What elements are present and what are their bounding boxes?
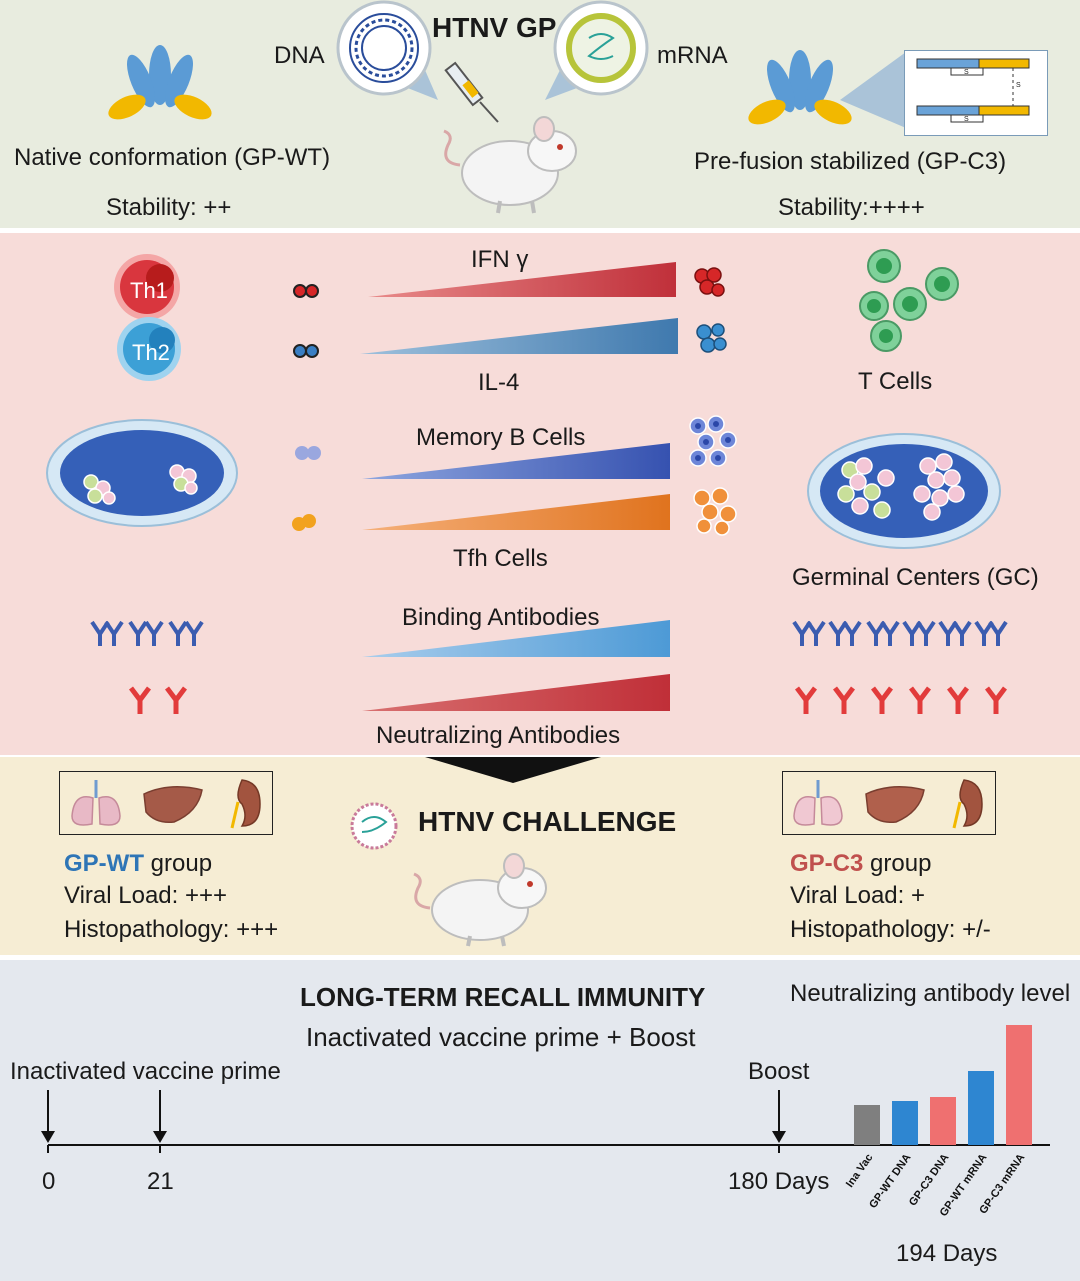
disulfide-construct-diagram: [916, 58, 1030, 123]
gc-small-icon: [46, 419, 238, 527]
right-stability-label: Stability:++++: [778, 194, 925, 221]
right-liver-icon: [865, 786, 925, 824]
bar-gp-c3-dna: [930, 1097, 956, 1145]
right-viral-load: Viral Load: +: [790, 882, 925, 909]
ifn-gamma-low-icon: [293, 284, 319, 298]
left-conformation-label: Native conformation (GP-WT): [14, 144, 331, 171]
ifn-gamma-high-icon: [694, 267, 725, 297]
boost-label: Boost: [748, 1058, 810, 1085]
right-group-suffix: group: [863, 850, 932, 877]
right-lungs-icon: [793, 780, 843, 826]
memory-b-label: Memory B Cells: [416, 424, 586, 451]
binding-antibodies-wedge: [362, 620, 670, 657]
kidney-icon: [230, 779, 261, 829]
binding-antibodies-low-icon: [90, 620, 204, 648]
neutralizing-antibodies-label: Neutralizing Antibodies: [376, 722, 621, 749]
neutralizing-antibodies-low-icon: [129, 684, 204, 716]
memory-b-low-icon: [295, 446, 321, 460]
gc-large-icon: [807, 433, 1001, 549]
tick-21-label: 21: [147, 1168, 174, 1195]
chart-title: Neutralizing antibody level: [790, 980, 1071, 1007]
tick-0-label: 0: [42, 1168, 56, 1195]
recall-title: LONG-TERM RECALL IMMUNITY: [300, 982, 706, 1012]
binding-antibodies-high-icon: [792, 620, 1008, 648]
lungs-icon: [71, 780, 121, 826]
neutralizing-antibodies-wedge: [362, 674, 670, 711]
right-kidney-icon: [952, 779, 983, 829]
t-cells-label: T Cells: [858, 368, 933, 395]
liver-icon: [143, 786, 203, 824]
mrna-label: mRNA: [657, 42, 728, 69]
bar-gp-wt-dna: [892, 1101, 918, 1145]
disulfide-label-1: S: [964, 69, 969, 76]
il4-high-icon: [696, 323, 727, 353]
il4-wedge: [360, 318, 678, 354]
th1-label: Th1: [130, 278, 168, 303]
tick-label-ina-vac: Ina Vac: [844, 1152, 876, 1190]
mouse-icon: [443, 116, 577, 214]
chart-xlabel: 194 Days: [896, 1240, 998, 1267]
th1-cell-icon: [114, 254, 180, 320]
callout-wedge: [840, 52, 906, 128]
left-histopathology: Histopathology: +++: [64, 916, 279, 943]
disulfide-label-2: S: [964, 116, 969, 123]
dna-plasmid-icon: [336, 0, 438, 100]
mrna-lnp-icon: [545, 0, 649, 100]
left-group-label: GP-WT group: [64, 852, 212, 876]
tfh-high-icon: [693, 487, 737, 536]
tfh-low-icon: [292, 514, 316, 531]
bar-gp-wt-mrna: [968, 1071, 994, 1145]
right-histopathology: Histopathology: +/-: [790, 916, 991, 943]
htnv-gp-title: HTNV GP: [432, 12, 557, 43]
tfh-label: Tfh Cells: [453, 545, 548, 572]
recall-subtitle: Inactivated vaccine prime + Boost: [306, 1022, 696, 1052]
ifn-gamma-wedge: [368, 262, 676, 297]
left-group-name: GP-WT: [64, 850, 144, 877]
syringe-icon: [444, 61, 499, 123]
left-viral-load: Viral Load: +++: [64, 882, 228, 909]
right-group-name: GP-C3: [790, 850, 864, 877]
neutralizing-antibodies-high-icon: [794, 684, 1024, 718]
binding-antibodies-label: Binding Antibodies: [402, 604, 600, 631]
memory-b-high-icon: [689, 415, 737, 467]
prime-label: Inactivated vaccine prime: [10, 1058, 281, 1085]
gp-wt-trimer-icon: [108, 45, 212, 120]
right-group-label: GP-C3 group: [790, 852, 931, 876]
bar-ina-vac: [854, 1105, 880, 1145]
il4-label: IL-4: [478, 369, 520, 396]
gc-label: Germinal Centers (GC): [792, 564, 1039, 591]
th2-label: Th2: [132, 340, 170, 365]
dna-label: DNA: [274, 42, 325, 69]
t-cells-icon: [859, 249, 959, 352]
challenge-title: HTNV CHALLENGE: [418, 806, 677, 837]
gp-c3-trimer-icon: [748, 50, 852, 125]
virus-icon: [350, 802, 398, 850]
challenge-mouse-icon: [413, 853, 547, 947]
il4-low-icon: [293, 344, 319, 358]
th2-cell-icon: [117, 317, 181, 381]
tick-180-label: 180 Days: [728, 1168, 830, 1195]
right-conformation-label: Pre-fusion stabilized (GP-C3): [694, 148, 1007, 175]
tick-label-gp-c3-dna: GP-C3 DNA: [907, 1152, 952, 1208]
flow-arrow: [425, 757, 601, 783]
left-group-suffix: group: [143, 850, 213, 877]
bar-gp-c3-mrna: [1006, 1025, 1032, 1145]
gp-c3-construct-box: S S S: [904, 50, 1048, 136]
disulfide-label-3: S: [1016, 82, 1021, 89]
tfh-wedge: [362, 494, 670, 530]
memory-b-wedge: [362, 443, 670, 479]
left-stability-label: Stability: ++: [106, 194, 232, 221]
ifn-gamma-label: IFN γ: [471, 246, 529, 273]
